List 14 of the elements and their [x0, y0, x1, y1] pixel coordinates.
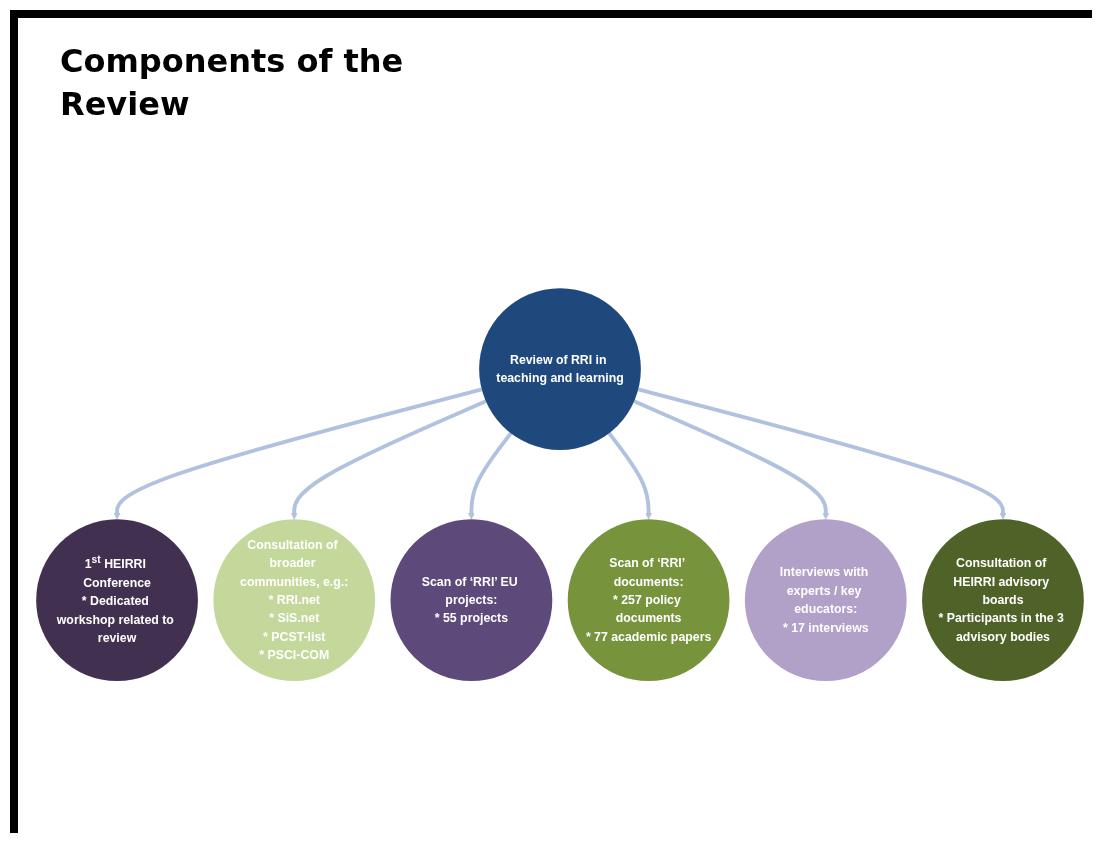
node-circle: Consultation of broader communities, e.g.: * RRI.net * SiS.net * PCST-list * PSCI-COM [213, 519, 376, 682]
node-circle: Review of RRI in teaching and learning [479, 288, 641, 451]
arrow [637, 388, 1007, 520]
arrow [607, 432, 652, 520]
node-circle: Consultation of HEIRRI advisory boards * Participants in the 3 advisory bodies [922, 519, 1084, 682]
node-circle: 1$^{st}$ HEIRRI Conference * Dedicated workshop related to review [36, 519, 198, 682]
node-circle: Interviews with experts / key educators: * 17 interviews [744, 519, 907, 682]
arrow [290, 399, 487, 520]
node-circle: Scan of ‘RRI’ documents: * 257 policy documents * 77 academic papers [567, 519, 730, 682]
node-circle: Scan of ‘RRI’ EU projects: * 55 projects [390, 519, 553, 682]
arrow [113, 388, 483, 520]
diagram-title: Components of the Review [60, 41, 405, 126]
arrow [633, 399, 830, 520]
arrow [468, 432, 513, 520]
